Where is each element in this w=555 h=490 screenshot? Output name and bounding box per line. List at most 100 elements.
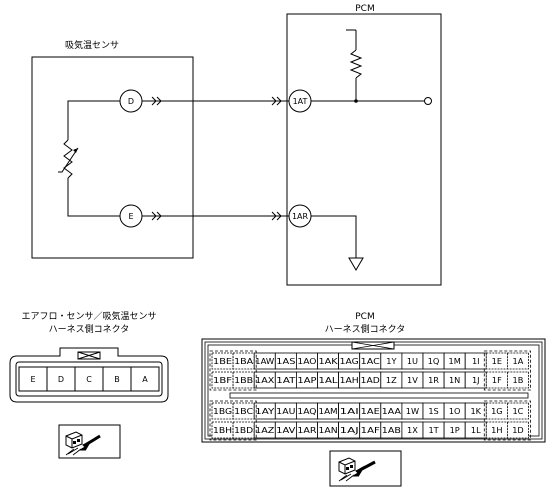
pcm-pin-cell-1h (485, 421, 508, 439)
pcm-pin-cell-1bb (232, 371, 255, 389)
pcm-pin-1ar-label: 1AR (292, 212, 309, 221)
pcm-pin-label: 1BB (234, 375, 254, 385)
pcm-pin-label: 1I (472, 356, 480, 366)
pcm-pin-cell-1bc (232, 402, 255, 420)
pcm-pin-label: 1AB (382, 425, 402, 435)
pcm-pin-label: 1C (512, 406, 523, 416)
pcm-pin-label: 1BE (213, 356, 232, 366)
pcm-pin-label: 1AI (340, 406, 359, 416)
pcm-pin-cell-1bh (211, 421, 234, 439)
junction-dot (354, 99, 358, 103)
pcm-pin-cell-1f (485, 371, 508, 389)
sensor-connector-pin-label: D (58, 375, 64, 384)
sensor-connector-pin-label: B (114, 375, 120, 384)
pcm-pin-label: 1AS (276, 356, 295, 366)
pcm-pin-label: 1AQ (297, 406, 316, 416)
pcm-pin-label: 1X (407, 425, 418, 435)
pcm-pin-cell-1d (506, 421, 529, 439)
signal-terminal (424, 97, 432, 105)
pcm-pin-label: 1AE (361, 406, 380, 416)
pcm-pin-label: 1H (491, 425, 502, 435)
pcm-pin-1at: 1AT (288, 89, 312, 113)
pcm-pin-cell-1e (485, 352, 508, 370)
connector-arrow-icon (271, 96, 282, 106)
pcm-pin-cell-1g (485, 402, 508, 420)
pcm-connector-corner-block (483, 350, 531, 391)
sensor-connector-title-2: ハーネス側コネクタ (49, 323, 130, 335)
pcm-pin-label: 1AP (297, 375, 316, 385)
pcm-pin-label: 1R (428, 375, 439, 385)
pcm-connector-corner-block (209, 350, 257, 391)
sensor-pin-d-label: D (128, 97, 134, 106)
pcm-connector-corner-block (209, 400, 257, 441)
pcm-connector-corner-block (483, 400, 531, 441)
lock-tab-cross-icon (77, 351, 101, 360)
pcm-pin-label: 1AU (276, 406, 295, 416)
pcm-pin-label: 1AY (255, 406, 275, 416)
connector-view-direction-icon (329, 450, 402, 487)
sensor-title: 吸気温センサ (65, 39, 119, 51)
pcm-pin-1at-label: 1AT (293, 97, 308, 106)
pcm-pin-label: 1L (471, 425, 481, 435)
pcm-pin-label: 1AV (276, 425, 296, 435)
pcm-pin-label: 1N (449, 375, 460, 385)
sensor-connector-pin-b (102, 366, 132, 392)
pcm-pin-cell-1be (211, 352, 234, 370)
pcm-pin-label: 1G (491, 406, 503, 416)
pcm-pin-label: 1AD (361, 375, 380, 385)
pcm-pin-label: 1M (449, 356, 461, 366)
pcm-connector-title-1: PCM (355, 312, 374, 322)
sensor-pin-e: E (119, 204, 143, 228)
pcm-pin-label: 1BC (234, 406, 253, 416)
pcm-pin-label: 1E (492, 356, 502, 366)
pcm-pin-label: 1AH (340, 375, 359, 385)
sensor-connector-title-1: エアフロ・センサ／吸気温センサ (21, 310, 156, 322)
sensor-connector-pin-d (46, 366, 76, 392)
pcm-title: PCM (355, 4, 374, 14)
sensor-connector-pin-label: C (86, 375, 92, 384)
pcm-pin-label: 1P (450, 425, 460, 435)
pcm-pin-cell-1a (506, 352, 529, 370)
ground-icon (311, 215, 364, 271)
pcm-pin-label: 1S (428, 406, 438, 416)
pcm-pin-label: 1O (449, 406, 461, 416)
pcm-pin-label: 1AK (319, 356, 339, 366)
thermistor-icon (58, 100, 120, 217)
pcm-pin-label: 1AG (340, 356, 359, 366)
pcm-pin-label: 1BD (234, 425, 253, 435)
pcm-pin-cell-1b (506, 371, 529, 389)
pcm-pin-label: 1AT (276, 375, 296, 385)
pcm-pin-label: 1AR (297, 425, 316, 435)
pcm-pin-label: 1Z (386, 375, 397, 385)
connector-arrow-icon (271, 211, 282, 221)
pcm-pin-label: 1BA (234, 356, 254, 366)
connector-view-direction-icon (58, 424, 121, 459)
pcm-pin-cell-1c (506, 402, 529, 420)
pcm-pin-label: 1AL (319, 375, 339, 385)
pcm-pin-label: 1T (428, 425, 439, 435)
connector-arrow-icon (151, 96, 162, 106)
pcm-pin-label: 1Q (428, 356, 440, 366)
pcm-pin-label: 1A (513, 356, 524, 366)
sensor-box (31, 56, 194, 259)
connector-arrow-icon (151, 211, 162, 221)
pcm-pin-label: 1BG (213, 406, 232, 416)
pcm-pin-label: 1V (407, 375, 418, 385)
pcm-pin-cell-1bg (211, 402, 234, 420)
sensor-pin-d: D (119, 89, 143, 113)
pcm-pin-label: 1F (492, 375, 502, 385)
pcm-pin-label: 1AJ (340, 425, 359, 435)
pcm-pin-label: 1D (512, 425, 524, 435)
pcm-pin-label: 1BH (213, 425, 232, 435)
pcm-pin-label: 1AZ (255, 425, 275, 435)
sensor-pin-e-label: E (128, 212, 133, 221)
pcm-pin-cell-1bf (211, 371, 234, 389)
pcm-pin-1ar: 1AR (288, 204, 312, 228)
connector-key-cross-icon (351, 341, 395, 350)
sensor-connector-pin-label: A (142, 375, 148, 384)
pcm-pin-cell-1ba (232, 352, 255, 370)
pcm-pin-label: 1AA (382, 406, 402, 416)
